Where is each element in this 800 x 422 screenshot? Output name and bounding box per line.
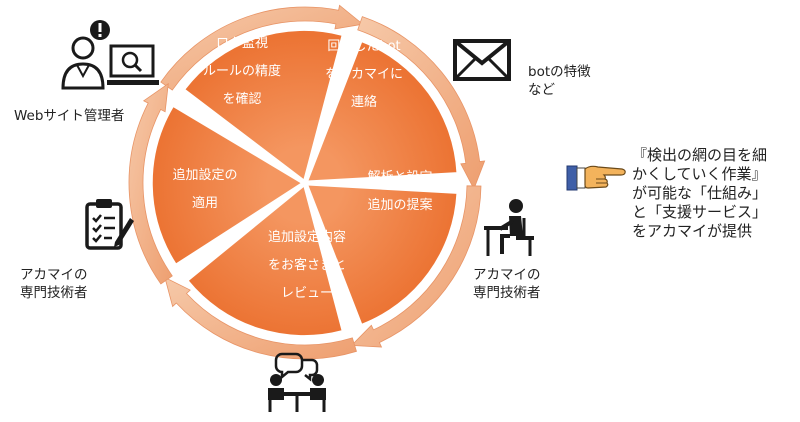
specialist-left-line: 専門技術者 [20, 285, 88, 301]
segment-report-bot-text: をアカマイに [325, 67, 403, 82]
envelope-icon [452, 37, 512, 83]
segment-log-monitoring-text: を確認 [222, 91, 261, 107]
segment-apply-settings-text: 適用 [192, 195, 218, 211]
cycle-arrow [160, 4, 364, 91]
callout-text: 『検出の網の目を細 かくしていく作業』 が可能な「仕組み」 と「支援サービス」 … [632, 146, 767, 241]
segment-review-text: レビュー [281, 286, 333, 301]
segment-log-monitoring-text: ルールの精度 [203, 63, 281, 79]
cycle-segments: ログ監視ルールの精度を確認回避したbotをアカマイに連絡解析と設定追加の提案追加… [151, 29, 458, 337]
segment-log-monitoring [183, 29, 344, 182]
callout-line: 『検出の網の目を細 [632, 146, 768, 164]
segment-report-bot-text: 回避したbot [327, 39, 400, 54]
cycle-arrow [128, 82, 173, 285]
cycle-arrows [128, 4, 486, 360]
segment-analysis-proposal-text: 解析と設定 [367, 169, 432, 185]
segment-apply-settings-text: 追加設定の [172, 167, 237, 183]
bot-features-line: botの特徴 [528, 64, 591, 80]
specialist-right-line: 専門技術者 [473, 285, 541, 301]
cycle-arrow [164, 276, 357, 360]
callout-line: が可能な「仕組み」 [632, 184, 768, 202]
web-admin-label: Webサイト管理者 [14, 108, 125, 124]
callout-line: と「支援サービス」 [632, 203, 768, 221]
segment-analysis-proposal [306, 183, 458, 326]
specialist-left-line: アカマイの [20, 267, 88, 283]
segment-review-text: 追加設定内容 [268, 229, 346, 245]
meeting-icon [262, 350, 332, 414]
admin-computer-icon [55, 18, 165, 100]
bot-features-line: など [528, 82, 555, 98]
specialist-right-label: アカマイの 専門技術者 [473, 266, 541, 302]
bot-features-label: botの特徴 など [528, 63, 591, 99]
cycle-arrow [350, 185, 482, 348]
specialist-left-label: アカマイの 専門技術者 [20, 266, 88, 302]
segment-report-bot [306, 40, 458, 183]
callout-line: かくしていく作業』 [632, 165, 767, 183]
segment-review [186, 184, 344, 337]
clipboard-checklist-icon [82, 196, 136, 252]
segment-log-monitoring-text: ログ監視 [216, 35, 268, 51]
segment-apply-settings [151, 105, 304, 266]
segment-analysis-proposal-text: 追加の提案 [367, 197, 432, 213]
pointing-hand-icon [566, 163, 628, 193]
segment-review-text: をお客さまと [268, 257, 346, 273]
segment-report-bot-text: 連絡 [351, 94, 377, 110]
person-at-desk-icon [480, 196, 542, 260]
cycle-arrow [357, 16, 486, 190]
callout-line: をアカマイが提供 [632, 222, 753, 240]
specialist-right-line: アカマイの [473, 267, 541, 283]
